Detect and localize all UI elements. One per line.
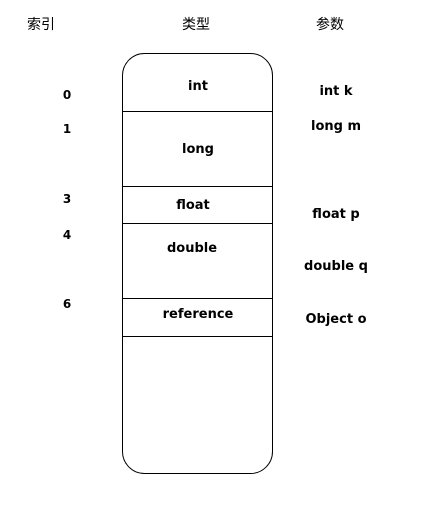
index-label: 0 <box>62 88 72 102</box>
slot-type-reference: reference <box>162 307 234 322</box>
index-label: 6 <box>62 297 72 311</box>
param-label: int k <box>319 84 353 99</box>
index-label: 1 <box>62 122 72 136</box>
slot-container <box>122 53 273 474</box>
param-label: Object o <box>305 312 367 327</box>
slot-type-float: float <box>176 198 210 213</box>
param-label: float p <box>312 207 360 222</box>
index-column-header: 索引 <box>27 17 55 33</box>
param-label: long m <box>310 119 362 134</box>
type-column-header: 类型 <box>182 17 210 33</box>
slot-type-double: double <box>166 241 218 256</box>
slot-type-int: int <box>188 79 208 94</box>
param-column-header: 参数 <box>316 17 344 33</box>
index-label: 4 <box>62 228 72 242</box>
param-label: double q <box>304 259 368 274</box>
slot-type-long: long <box>182 142 214 157</box>
index-label: 3 <box>62 192 72 206</box>
